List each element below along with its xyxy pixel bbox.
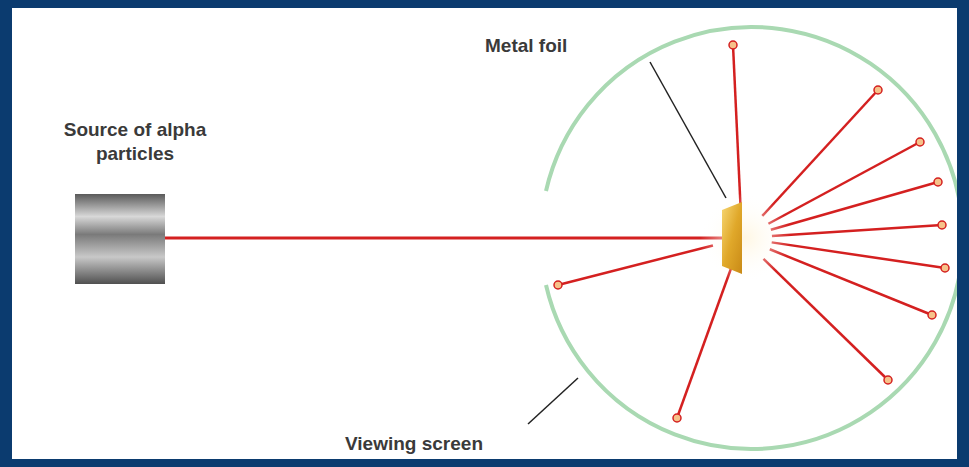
impact-flash [554,281,562,289]
impact-flash [874,86,882,94]
impact-flash [934,178,942,186]
scattered-rays [554,41,949,422]
impact-flash [916,138,924,146]
source-label: Source of alpha particles [50,118,220,166]
impact-flash [729,41,737,49]
scattered-ray [772,225,942,236]
scattered-ray [733,45,741,208]
scattered-ray [771,182,938,230]
scattered-ray [764,259,888,380]
rutherford-illustration [12,8,957,459]
impact-flash [673,414,681,422]
foil-glow [700,193,790,283]
metal-foil [722,202,742,274]
scattered-ray [768,142,920,224]
impact-flash [941,264,949,272]
figure-ground: Metal foilSource of alpha particlesViewi… [12,8,957,459]
alpha-source [75,194,165,284]
scattered-ray [558,245,713,285]
impact-flash [884,376,892,384]
impact-flash [928,311,936,319]
leader-line [650,62,726,198]
screen-label: Viewing screen [345,432,483,456]
scattered-ray [772,242,945,268]
scattered-ray [677,266,732,418]
alpha-beam [165,237,726,240]
foil-label: Metal foil [485,34,567,58]
leader-line [528,378,578,424]
impact-flash [938,221,946,229]
scattered-ray [770,249,932,315]
